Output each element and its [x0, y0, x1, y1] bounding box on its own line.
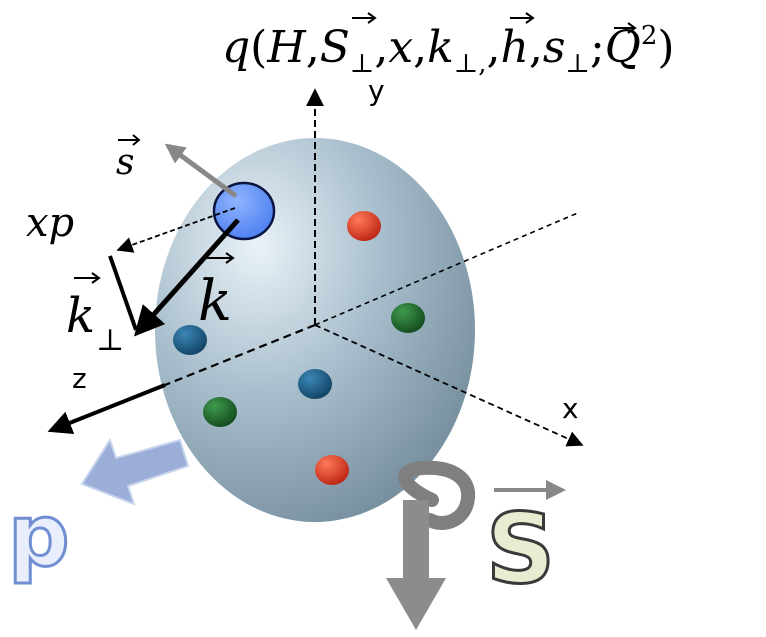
- k-perp-subscript: ⊥: [96, 323, 124, 358]
- formula-Q-sup: 2: [641, 21, 658, 51]
- z-axis-label: z: [72, 362, 87, 395]
- formula-open-paren: (: [250, 22, 267, 73]
- proton-p-label: p: [8, 486, 70, 586]
- k-vector-label: k: [198, 252, 235, 334]
- spin-s-letter: s: [116, 142, 134, 183]
- formula-comma-3: ,: [413, 22, 427, 73]
- formula-k-sub: ⊥,: [454, 49, 487, 79]
- formula-comma-5: ,: [529, 22, 543, 73]
- z-axis-dashed: [164, 323, 316, 387]
- proton-spin-arrow: [386, 460, 476, 630]
- formula-comma-4: ,: [487, 22, 501, 73]
- x-axis: [314, 324, 584, 447]
- formula-close-paren: ): [657, 22, 674, 73]
- formula-S-vector-mark: [352, 12, 377, 24]
- k-perp-letter: k: [66, 288, 95, 344]
- spin-down-shaft: [403, 500, 429, 580]
- xp-momentum-arrow: [116, 207, 236, 253]
- proton-momentum-arrow: [80, 437, 190, 506]
- green-quark-left: [203, 397, 237, 427]
- formula-S: S: [320, 22, 350, 73]
- formula-comma-2: ,: [374, 22, 388, 73]
- quark-spin-label: s: [116, 134, 141, 183]
- formula-k: k: [427, 22, 454, 73]
- formula-x: x: [388, 22, 413, 73]
- formula-comma-1: ,: [306, 22, 320, 73]
- red-quark-top: [347, 211, 381, 241]
- y-axis-label: y: [368, 74, 385, 107]
- formula-s-sub: ⊥: [565, 49, 589, 79]
- formula-S-sub: ⊥: [350, 49, 374, 79]
- formula-Q: Q: [605, 22, 641, 73]
- formula-q: q: [222, 22, 250, 73]
- formula-semicolon: ;: [590, 22, 605, 73]
- xp-label: xp: [26, 200, 74, 246]
- spin-down-head: [386, 578, 446, 630]
- proton-spin-S-label: S: [486, 493, 555, 605]
- quark-spin-arrow: [164, 143, 238, 199]
- formula-k-vector-mark: [510, 12, 535, 24]
- formula-H: H: [266, 22, 307, 73]
- red-quark-bottom: [315, 455, 349, 485]
- formula-s-vector-mark: [614, 22, 637, 34]
- blue-quark-left: [173, 325, 207, 355]
- formula-s: s: [543, 22, 566, 73]
- distribution-formula: q(H,S⊥,x,k⊥,,h,s⊥;Q2): [222, 12, 675, 79]
- z-axis: [47, 383, 166, 435]
- highlighted-quark: [212, 181, 276, 241]
- coordinate-axes: [47, 88, 584, 447]
- k-vector-arrow: [134, 218, 240, 337]
- k-perp-arrow: [108, 255, 138, 331]
- k-letter: k: [198, 269, 232, 334]
- k-perp-label: k ⊥: [66, 272, 124, 358]
- x-axis-label: x: [562, 392, 579, 425]
- green-quark-right: [391, 303, 425, 333]
- spin-curl: [398, 460, 476, 530]
- formula-h: h: [501, 22, 529, 73]
- svg-text:q(H,S⊥,x,k⊥,,h,s⊥;Q2): q(H,S⊥,x,k⊥,,h,s⊥;Q2): [222, 21, 675, 79]
- back-axis: [314, 211, 581, 326]
- blue-quark-center: [298, 369, 332, 399]
